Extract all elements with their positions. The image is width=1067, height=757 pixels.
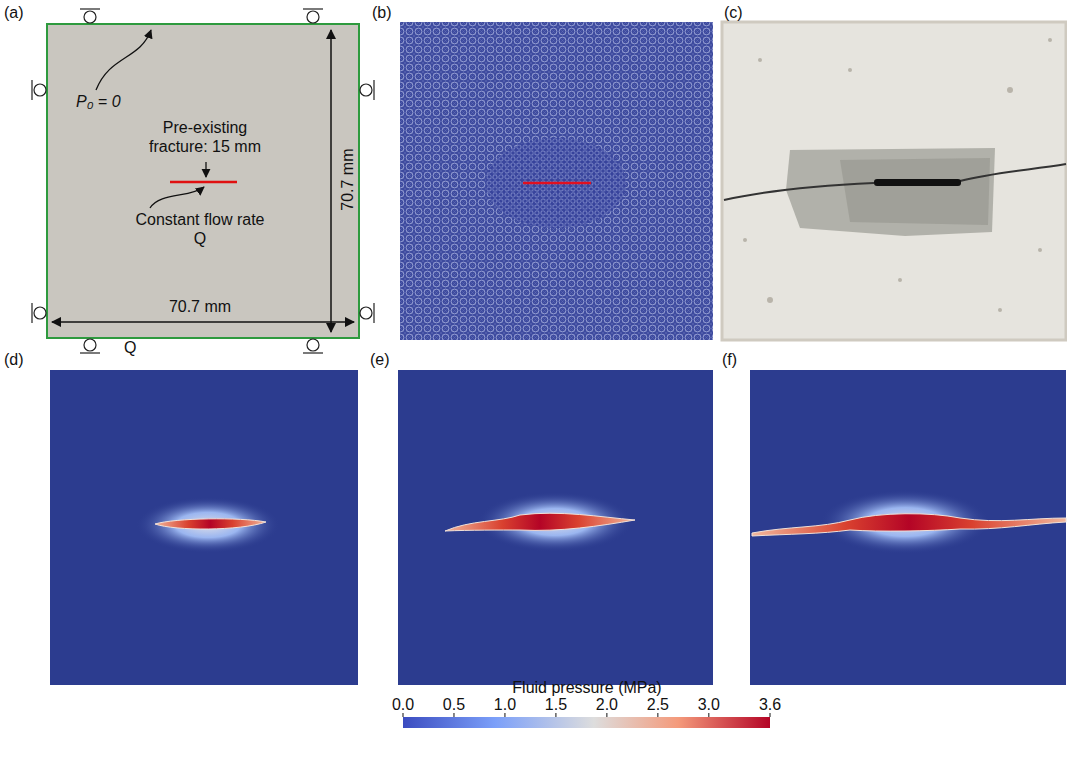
- panel-label: (e): [370, 350, 390, 369]
- figure-part: [34, 307, 46, 319]
- figure-part: [330, 30, 332, 332]
- figure-part: [453, 713, 454, 717]
- annotation: 70.7 mm: [169, 297, 231, 316]
- figure-part: [31, 80, 32, 100]
- annotation: Constant flow rate Q: [131, 210, 269, 248]
- figure-part: [360, 307, 372, 319]
- figure-part: [743, 38, 1052, 312]
- figure-part: [722, 22, 1066, 340]
- annotation: Pre-existing fracture: 15 mm: [143, 118, 267, 156]
- figure-part: [504, 713, 505, 717]
- pressure-field: [750, 370, 1066, 685]
- figure-part: [136, 497, 280, 553]
- tick-label: 0.5: [443, 695, 465, 714]
- tick-label: 1.0: [494, 695, 516, 714]
- figure-part: [398, 370, 713, 685]
- figure-part: [874, 179, 961, 186]
- figure-part: [34, 84, 46, 96]
- figure-part: [403, 713, 404, 717]
- figure-part: [848, 68, 852, 72]
- figure-part: [360, 84, 372, 96]
- panel-label: (f): [722, 350, 737, 369]
- figure-part: [758, 58, 762, 62]
- figure-part: [743, 238, 747, 242]
- panel-label: (b): [372, 3, 392, 22]
- figure-part: [307, 11, 319, 23]
- figure-part: [403, 717, 770, 728]
- figure-part: [47, 24, 359, 338]
- panel-label: (c): [724, 3, 743, 22]
- figure-part: [303, 8, 323, 9]
- figure-part: [606, 713, 607, 717]
- pressure-field: [50, 370, 358, 685]
- figure-part: [80, 8, 100, 9]
- figure-part: [767, 297, 773, 303]
- figure-part: [170, 181, 237, 184]
- tick-label: 2.0: [596, 695, 618, 714]
- figure-part: [400, 22, 713, 340]
- model-panel: [32, 9, 374, 353]
- pressure-field: [398, 370, 713, 685]
- annotation: Q: [124, 338, 136, 357]
- colorbar-title: Fluid pressure (MPa): [512, 678, 661, 697]
- figure-part: [722, 22, 1066, 340]
- figure-part: [708, 713, 709, 717]
- figure-part: [205, 162, 206, 177]
- figure-part: [307, 339, 319, 351]
- panel-label: (a): [4, 3, 24, 22]
- tick-label: 0.0: [392, 695, 414, 714]
- figure-part: [770, 713, 771, 717]
- figure-part: [1038, 248, 1042, 252]
- specimen-photo: [722, 22, 1066, 340]
- figure-part: [724, 183, 874, 200]
- figure-part: [786, 148, 995, 236]
- figure-part: [50, 370, 358, 685]
- figure-part: [752, 514, 1066, 536]
- figure-part: [840, 158, 990, 225]
- figure-part: [31, 303, 32, 323]
- mesh-panel: [400, 22, 713, 340]
- tick-label: 3.6: [759, 695, 781, 714]
- figure-part: [555, 713, 556, 717]
- tick-label: 2.5: [647, 695, 669, 714]
- figure-part: [303, 352, 323, 353]
- figure-part: [750, 370, 1066, 685]
- figure-part: [1007, 87, 1013, 93]
- figure-part: [155, 519, 266, 529]
- figure-part: [898, 278, 902, 282]
- color-bar: [403, 713, 770, 728]
- figure-part: [445, 513, 635, 531]
- figure-part: [657, 713, 658, 717]
- tick-label: 3.0: [698, 695, 720, 714]
- panel-label: (d): [4, 350, 24, 369]
- figure-part: [373, 303, 374, 323]
- figure-part: [32, 9, 374, 353]
- figure-part: [998, 308, 1002, 312]
- figure-part: [84, 339, 96, 351]
- figure-part: [52, 321, 354, 323]
- figure-part: [150, 187, 204, 208]
- figure-part: [523, 182, 591, 185]
- figure-part: [403, 713, 770, 717]
- figure-part: [84, 11, 96, 23]
- figure-part: [373, 80, 374, 100]
- annotation: P₀ = 0: [76, 92, 121, 111]
- figure-part: [80, 352, 100, 353]
- tick-label: 1.5: [545, 695, 567, 714]
- figure-part: [960, 164, 1066, 181]
- annotation: 70.7 mm: [337, 149, 356, 211]
- figure-part: [1048, 38, 1052, 42]
- figure-part: [96, 30, 151, 90]
- figure-part: [486, 138, 626, 228]
